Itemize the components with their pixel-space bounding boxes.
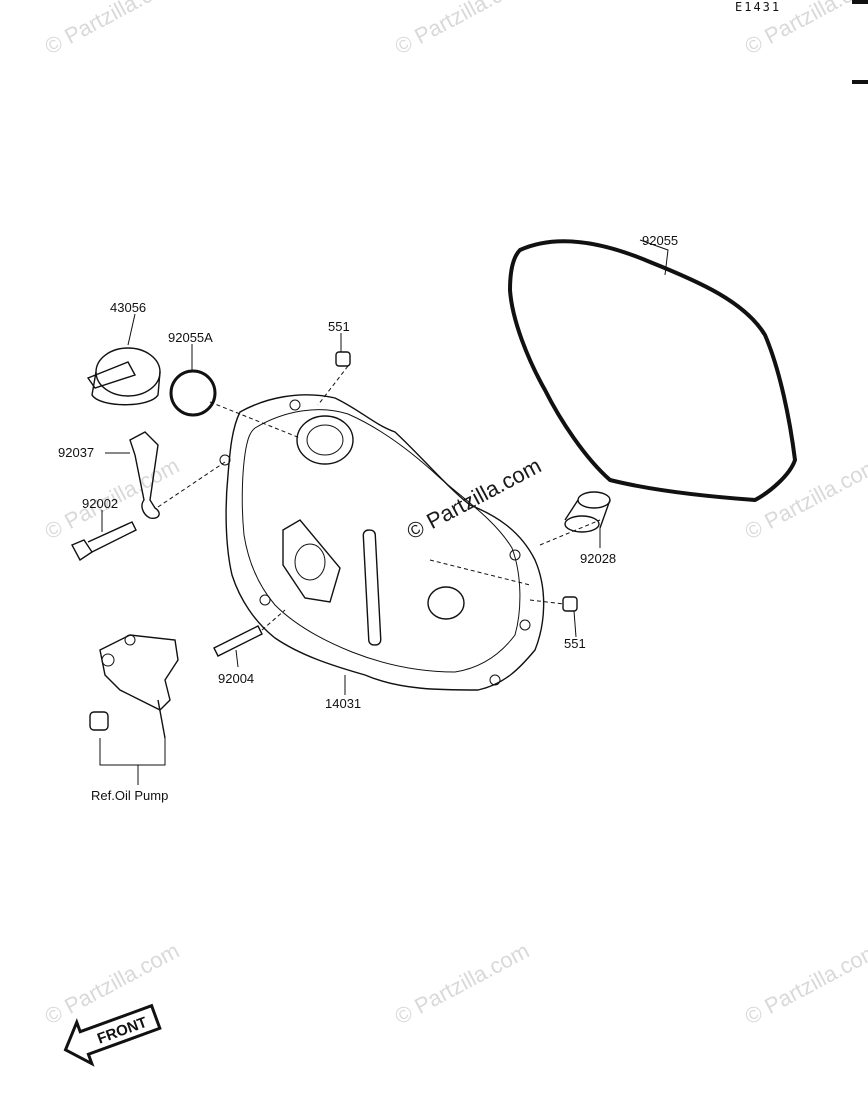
watermarks: © Partzilla.com © Partzilla.com © Partzi…	[41, 0, 868, 1029]
bushing-seat	[427, 586, 465, 620]
label-92037: 92037	[58, 445, 94, 460]
label-ref-oil-pump: Ref.Oil Pump	[91, 788, 168, 803]
label-92055A: 92055A	[168, 330, 213, 345]
label-551-right: 551	[564, 636, 586, 651]
label-43056: 43056	[110, 300, 146, 315]
corner-mark-top	[852, 0, 868, 4]
watermark-center: © Partzilla.com	[403, 453, 546, 545]
label-551-top: 551	[328, 319, 350, 334]
plate-mount	[282, 519, 341, 603]
front-arrow-icon	[63, 1003, 162, 1067]
leader-lines	[99, 239, 669, 785]
oil-pump	[89, 634, 179, 739]
rib	[362, 529, 382, 646]
watermark: © Partzilla.com	[41, 938, 184, 1030]
dowel-right	[562, 596, 578, 612]
clamp	[129, 431, 160, 520]
watermark: © Partzilla.com	[741, 938, 868, 1030]
o-ring	[169, 369, 217, 417]
bushing	[564, 491, 611, 533]
corner-mark-mid	[852, 80, 868, 84]
filler-boss	[296, 415, 354, 465]
gasket-outline	[507, 239, 798, 503]
watermark: © Partzilla.com	[41, 0, 184, 59]
filler-cap	[86, 347, 161, 406]
watermark: © Partzilla.com	[391, 938, 534, 1030]
diagram-code: E1431	[735, 0, 781, 14]
label-92028: 92028	[580, 551, 616, 566]
engine-cover	[219, 394, 545, 691]
stud	[213, 625, 263, 657]
front-arrow: FRONT	[63, 1003, 162, 1067]
watermark: © Partzilla.com	[391, 0, 534, 59]
label-92055: 92055	[642, 233, 678, 248]
label-14031: 14031	[325, 696, 361, 711]
dowel-top	[335, 351, 351, 367]
bolt	[71, 521, 137, 562]
label-92002: 92002	[82, 496, 118, 511]
label-92004: 92004	[218, 671, 254, 686]
